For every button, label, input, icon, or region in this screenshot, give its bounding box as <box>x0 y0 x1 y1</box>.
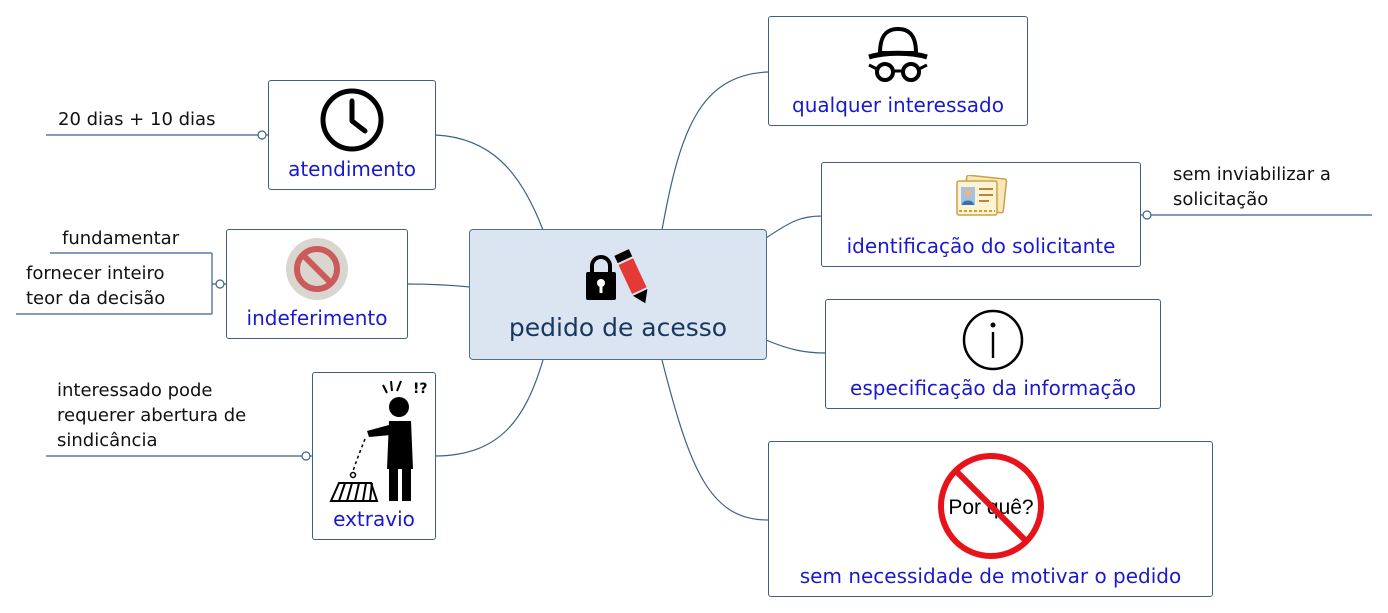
link-extravio <box>435 359 544 457</box>
no-why-icon: Por quê? <box>937 453 1044 559</box>
topic-identificacao-do-solicitante[interactable]: identificação do solicitante <box>821 162 1141 267</box>
incognito-icon <box>868 26 928 82</box>
central-topic-label: pedido de acesso <box>508 313 728 342</box>
link-especificacao <box>765 339 827 354</box>
note-fundamentar: fundamentar <box>62 228 180 249</box>
topic-extravio[interactable]: !? extravio <box>312 372 436 540</box>
link-sem-necessidade <box>661 359 769 521</box>
note-extravio: interessado pode requerer abertura de si… <box>57 380 247 451</box>
collapse-dot-atendimento <box>257 130 267 140</box>
topic-indeferimento[interactable]: indeferimento <box>226 229 408 339</box>
collapse-dot-extravio <box>301 451 311 461</box>
forbidden-icon <box>286 238 348 300</box>
lock-pencil-icon <box>586 249 648 304</box>
topic-atendimento[interactable]: atendimento <box>268 80 436 190</box>
topic-label: qualquer interessado <box>792 93 1004 117</box>
topic-label: especificação da informação <box>850 376 1136 400</box>
topic-sem-necessidade-de-motivar[interactable]: Por quê? sem necessidade de motivar o pe… <box>768 441 1213 597</box>
link-identificacao <box>765 215 823 239</box>
collapse-dot-indeferimento <box>215 279 225 289</box>
collapse-dot-identificacao <box>1142 210 1152 220</box>
link-indeferimento <box>407 283 471 288</box>
topic-label: indeferimento <box>246 306 388 330</box>
link-qualquer-interessado <box>661 71 769 231</box>
clock-icon <box>320 88 384 152</box>
lost-item-icon: !? <box>329 380 428 502</box>
central-topic[interactable]: pedido de acesso <box>469 229 767 360</box>
topic-qualquer-interessado[interactable]: qualquer interessado <box>768 16 1028 126</box>
info-icon <box>962 309 1024 371</box>
topic-label: sem necessidade de motivar o pedido <box>799 564 1182 588</box>
note-identificacao: sem inviabilizar a solicitação <box>1173 164 1331 210</box>
topic-especificacao-da-informacao[interactable]: especificação da informação <box>825 299 1161 409</box>
svg-text:!?: !? <box>413 381 428 397</box>
topic-label: atendimento <box>288 157 416 181</box>
note-atendimento: 20 dias + 10 dias <box>58 109 216 130</box>
link-atendimento <box>435 134 544 231</box>
id-card-icon <box>956 175 1008 216</box>
topic-label: extravio <box>333 507 415 531</box>
note-fornecer-teor: fornecer inteiro teor da decisão <box>26 263 166 309</box>
topic-label: identificação do solicitante <box>846 234 1116 258</box>
